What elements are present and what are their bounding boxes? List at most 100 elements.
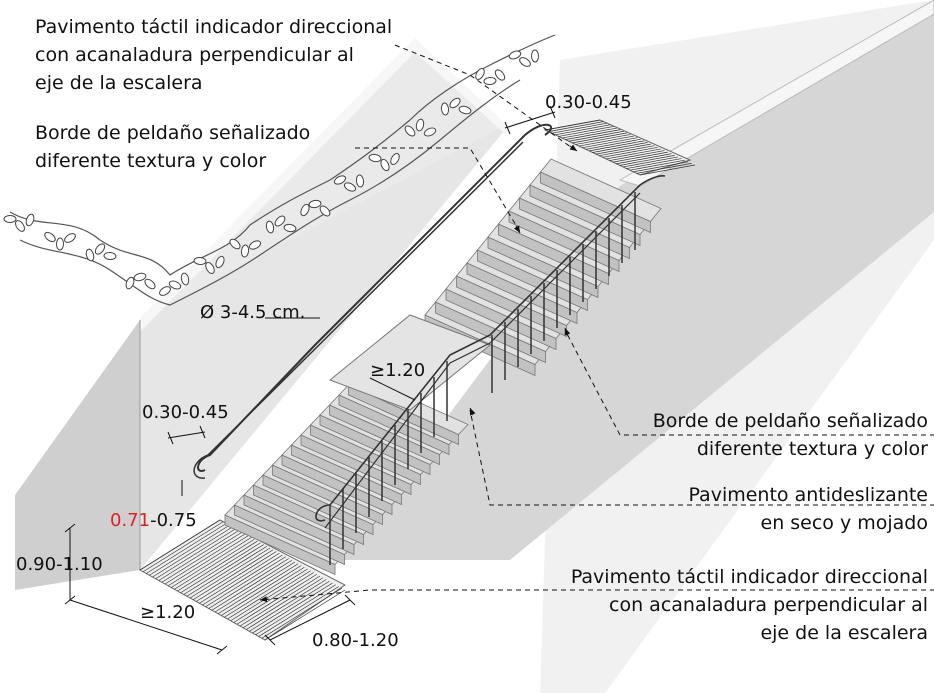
leaf (3, 215, 17, 223)
tactile-groove (196, 551, 277, 602)
leaf (125, 276, 135, 290)
leaf (519, 57, 531, 67)
balustrade-railing (315, 175, 666, 529)
top-nosing-label-2: diferente textura y color (35, 150, 267, 172)
tactile-groove (177, 540, 258, 592)
tactile-groove (629, 159, 685, 171)
tactile-groove (233, 572, 314, 623)
tactile-groove (589, 140, 645, 152)
right-nosing-label-1: Borde de peldaño señalizado (652, 410, 928, 432)
tactile-groove (548, 121, 604, 132)
tactile-groove (568, 130, 624, 142)
tactile-groove (205, 556, 286, 608)
leaf (458, 105, 472, 115)
tactile-groove (146, 523, 227, 574)
leader-lines (259, 44, 934, 601)
dim-handrail-extension-bottom: 0.30-0.45 (142, 402, 229, 423)
leaf (265, 220, 275, 234)
tactile-groove (214, 561, 296, 613)
tactile-groove (622, 156, 679, 168)
tactile-groove (264, 589, 346, 641)
dim-handrail-height-rest: -0.75 (150, 510, 197, 531)
leaf (240, 244, 250, 258)
leaf (144, 278, 156, 290)
tactile-groove (633, 161, 689, 173)
tactile-groove (230, 570, 311, 622)
leaf (333, 175, 347, 185)
tactile-groove (561, 127, 618, 139)
leaf (205, 262, 215, 274)
tactile-groove (249, 580, 330, 632)
leaf (440, 102, 450, 116)
leaf (44, 231, 56, 243)
tactile-groove (236, 573, 318, 625)
tactile-groove (164, 533, 246, 585)
leaf (133, 272, 147, 282)
leaf (449, 97, 461, 109)
tactile-groove (595, 143, 651, 155)
leaf (283, 223, 297, 233)
leaf (248, 240, 262, 250)
tactile-groove (221, 565, 302, 616)
leaf (475, 68, 485, 80)
tactile-groove (619, 155, 675, 166)
right-nosing-label-2: diferente textura y color (696, 438, 928, 460)
tactile-groove (544, 119, 601, 131)
leaf (368, 153, 382, 163)
tactile-groove (183, 544, 264, 595)
bottom-tactile-paving (139, 519, 346, 641)
tactile-groove (155, 528, 236, 580)
leaf (308, 199, 322, 209)
tactile-groove (158, 530, 239, 581)
tactile-groove (636, 163, 692, 174)
leaf (355, 174, 365, 188)
tactile-groove (616, 153, 672, 165)
dim-upper-handrail-height: 0.90-1.10 (16, 554, 103, 575)
tactile-groove (239, 575, 321, 627)
dim-handrail-extension-top: 0.30-0.45 (545, 92, 632, 113)
leaf (319, 205, 331, 217)
tactile-groove (582, 137, 638, 149)
tactile-groove (217, 563, 299, 615)
tactile-groove (558, 126, 614, 137)
tactile-groove (192, 549, 274, 601)
tactile-groove (592, 142, 648, 153)
tactile-groove (142, 521, 224, 573)
tactile-groove (252, 582, 333, 634)
leaf (274, 215, 286, 227)
antislip-label-2: en seco y mojado (760, 512, 929, 534)
tactile-groove (255, 584, 336, 636)
vegetation-leaves (3, 49, 540, 296)
tactile-groove (258, 586, 339, 637)
leaf (508, 50, 522, 60)
tactile-groove (189, 547, 271, 599)
top-nosing-label-1: Borde de peldaño señalizado (35, 122, 311, 144)
antislip-label-1: Pavimento antideslizante (688, 484, 928, 506)
leaf (494, 69, 506, 81)
tactile-groove (578, 135, 634, 147)
balustrade-posts (329, 192, 636, 565)
leaf (103, 251, 117, 261)
tactile-groove (261, 587, 343, 639)
tactile-groove (602, 146, 658, 158)
tactile-groove (139, 519, 221, 571)
leaf (180, 272, 190, 286)
tactile-groove (572, 132, 628, 144)
dim-handrail-height-red: 0.71 (110, 510, 151, 531)
tactile-groove (565, 129, 621, 140)
leaf (94, 243, 106, 255)
right-wall-top (618, 0, 934, 187)
tactile-groove (149, 524, 230, 576)
tactile-groove (171, 537, 252, 588)
tactile-groove (555, 124, 611, 136)
leader-arrows (259, 144, 578, 603)
tactile-groove (551, 122, 607, 134)
tactile-groove (180, 542, 261, 594)
tactile-groove (152, 526, 233, 578)
tactile-groove (202, 554, 283, 606)
leaf (85, 248, 95, 262)
tactile-groove (612, 151, 668, 163)
leaf (530, 49, 540, 63)
dim-bottom-landing-min: ≥1.20 (140, 602, 196, 623)
